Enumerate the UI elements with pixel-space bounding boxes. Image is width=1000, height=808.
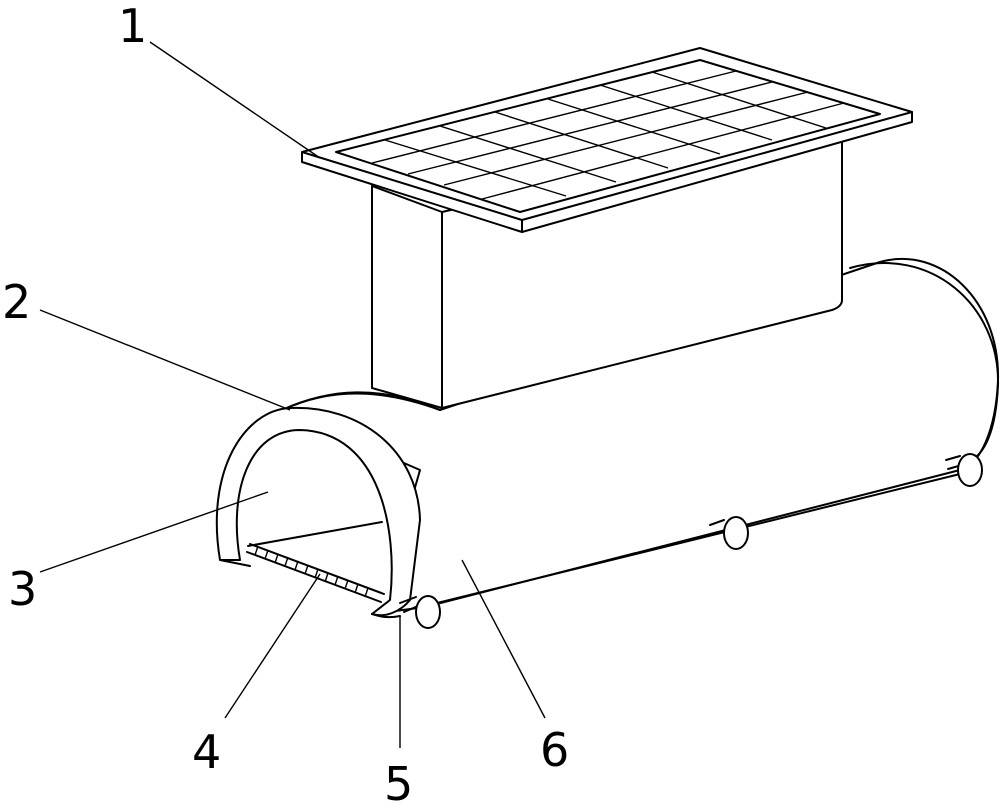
solar-panel [301, 47, 913, 233]
label-6: 6 [540, 723, 569, 777]
label-2: 2 [2, 275, 31, 329]
cylinder-top-edge [281, 391, 441, 411]
bolt-middle [709, 516, 749, 550]
label-5: 5 [384, 757, 413, 808]
label-4: 4 [192, 725, 221, 779]
leader-lines [39, 41, 546, 748]
front-arch [215, 406, 421, 619]
label-1: 1 [118, 0, 147, 53]
label-3: 3 [8, 562, 37, 616]
bolt-front [399, 595, 441, 629]
threaded-rod [246, 543, 385, 603]
bolt-rear [945, 453, 983, 487]
